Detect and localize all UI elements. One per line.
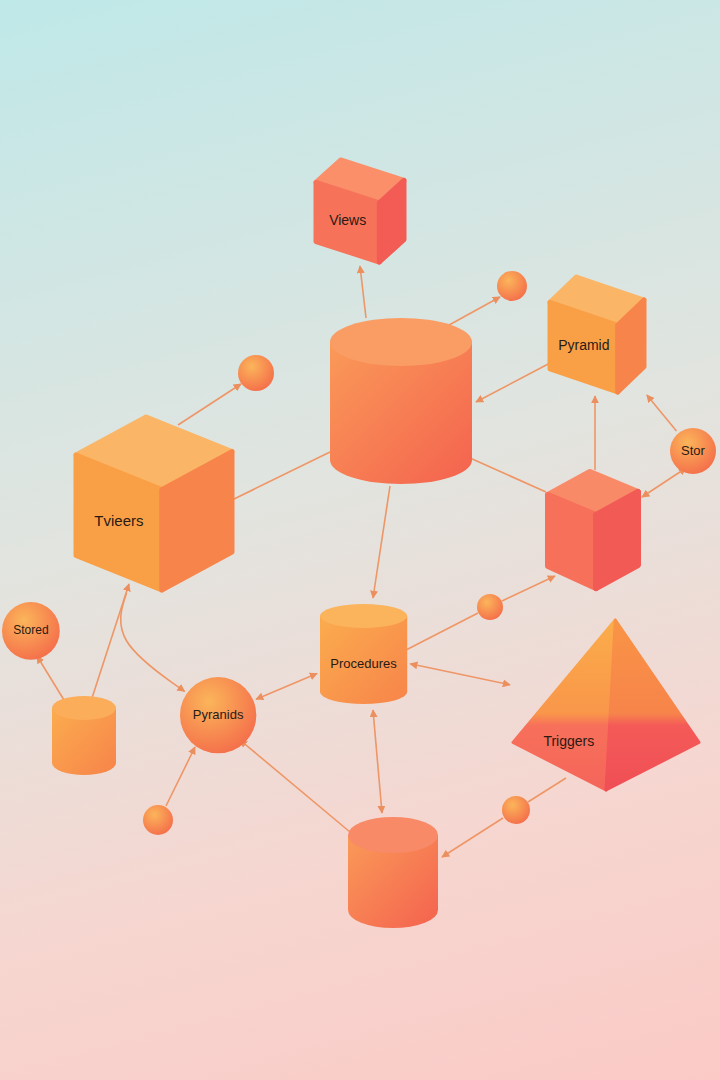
small-cylinder — [52, 696, 116, 775]
tvieers-cube: Tvieers — [76, 417, 232, 590]
database-cylinder — [330, 318, 472, 484]
pyranids-circle: Pyranids — [180, 677, 256, 753]
link-lines — [37, 266, 686, 857]
stor-circle: Stor — [670, 428, 716, 474]
triggers-pyramid: Triggers — [513, 620, 699, 790]
node-label: Pyramid — [558, 338, 609, 353]
connector-arrow — [256, 674, 317, 700]
node-label: Views — [329, 213, 366, 228]
node-label: Triggers — [543, 735, 594, 750]
procedures-cylinder: Procedures — [320, 604, 407, 704]
pyramid-cube: Pyramid — [550, 277, 644, 392]
bottom-cylinder — [348, 817, 438, 928]
tvieers-cube-outline — [76, 417, 232, 590]
node-label: Procedures — [330, 657, 396, 671]
connector-dots — [143, 271, 530, 835]
connector-arrow — [647, 395, 677, 431]
node-label: Stored — [13, 624, 48, 637]
connector-arrow — [410, 664, 510, 685]
node-label: Stor — [681, 444, 705, 458]
connector-arrow — [121, 593, 185, 691]
node-label: Pyranids — [193, 708, 244, 722]
views-cube-outline — [316, 160, 404, 262]
stored-circle: Stored — [2, 602, 60, 660]
pyramid-cube-outline — [550, 277, 644, 392]
views-cube: Views — [316, 160, 404, 262]
procedures-cylinder-outline — [320, 604, 407, 704]
triggers-pyramid-outline — [513, 620, 699, 790]
cube-shape — [548, 472, 638, 588]
node-label: Tvieers — [94, 513, 143, 530]
